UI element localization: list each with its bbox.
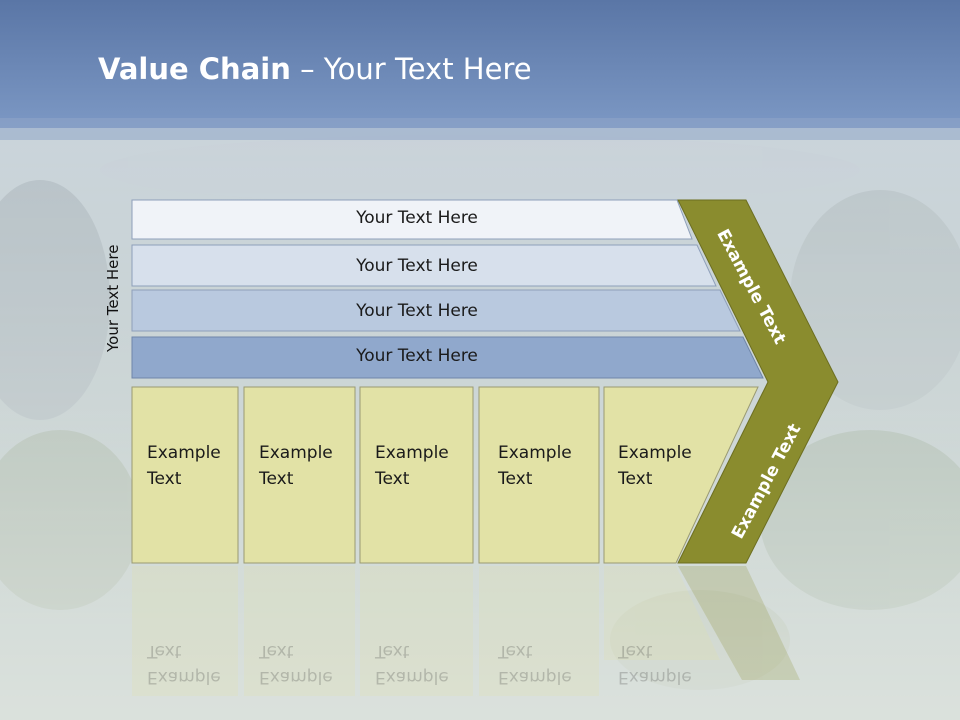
bar-4-label: Your Text Here	[356, 346, 478, 366]
side-label: Your Text Here	[104, 244, 122, 352]
cell-3	[359, 386, 474, 564]
bar-3	[131, 289, 741, 332]
chevron-arrow	[677, 199, 839, 564]
cell-1	[131, 386, 239, 564]
bar-2	[131, 244, 717, 287]
bar-3-label: Your Text Here	[356, 301, 478, 321]
bar-4	[131, 336, 764, 379]
cell-4	[478, 386, 600, 564]
bar-2-label: Your Text Here	[356, 256, 478, 276]
header-band	[0, 0, 960, 128]
cell-5	[603, 386, 759, 564]
title-bold: Value Chain	[98, 52, 291, 86]
bar-1-label: Your Text Here	[356, 208, 478, 228]
title-rest: – Your Text Here	[290, 52, 532, 86]
bar-1	[131, 199, 693, 240]
cell-2	[243, 386, 356, 564]
diagram-reflection	[132, 566, 800, 696]
slide-title: Value Chain – Your Text Here	[98, 52, 532, 86]
